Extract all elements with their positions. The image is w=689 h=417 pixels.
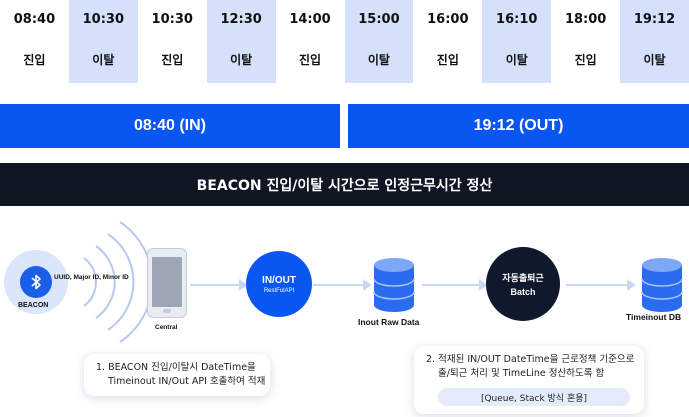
note1-line1: 1. BEACON 진입/이탈시 DateTime을	[96, 362, 256, 373]
timeinout-db-label: Timeinout DB	[626, 312, 682, 322]
timeline-cell: 16:00 진입	[413, 0, 482, 83]
timeline-time: 08:40	[13, 12, 56, 27]
note-step-1: 1. BEACON 진입/이탈시 DateTime을 Timeinout IN/…	[84, 354, 270, 396]
flow-arrows	[190, 279, 636, 291]
title-banner: BEACON 진입/이탈 시간으로 인정근무시간 정산	[0, 163, 689, 206]
timeline-event-type: 진입	[23, 53, 46, 67]
timeline-cell: 14:00 진입	[276, 0, 345, 83]
timeline-cell: 10:30 진입	[138, 0, 207, 83]
timeline-cell: 10:30 이탈	[68, 0, 138, 83]
beacon-node	[20, 266, 52, 298]
flow-diagram: BEACON UUID, Major ID, Minor ID Central …	[0, 206, 689, 417]
timeline-time: 16:00	[427, 12, 469, 27]
timeline-cell: 15:00 이탈	[344, 0, 414, 83]
timeline-event-type: 이탈	[92, 53, 115, 67]
phone-screen	[152, 257, 182, 307]
queue-stack-pill: [Queue, Stack 방식 혼용]	[438, 388, 630, 406]
note1-line2: Timeinout IN/Out API 호출하여 적재	[108, 376, 266, 387]
timeline-time: 10:30	[151, 12, 193, 27]
timeline-time: 18:00	[564, 12, 607, 27]
timeline-cell: 12:30 이탈	[206, 0, 276, 83]
note2-line2: 출/퇴근 처리 및 TimeLine 정산하도록 함	[438, 368, 605, 379]
timeline-time: 14:00	[289, 12, 331, 27]
batch-sub: Batch	[510, 287, 536, 297]
inout-api-title: IN/OUT	[262, 274, 296, 286]
phone-button	[163, 309, 171, 313]
in-summary-bar: 08:40 (IN)	[0, 104, 340, 148]
note2-line1: 2. 적재된 IN/OUT DateTime을 근로정책 기준으로	[426, 354, 635, 365]
batch-node: 자동출퇴근 Batch	[486, 247, 560, 321]
note2-pill-label: [Queue, Stack 방식 혼용]	[480, 393, 588, 404]
timeline-event-type: 진입	[298, 53, 322, 67]
timeline-time: 19:12	[633, 12, 676, 27]
timeline-cell: 18:00 진입	[551, 0, 620, 83]
timeline: 08:40 진입 10:30 이탈 10:30 진입 12:30 이탈 14:00 진입 15:00…	[0, 0, 689, 83]
central-label: Central	[155, 324, 178, 331]
timeline-cell: 19:12 이탈	[620, 0, 689, 83]
timeline-time: 12:30	[220, 12, 262, 27]
timeline-event-type: 진입	[436, 53, 459, 67]
bluetooth-icon	[31, 274, 41, 290]
timeline-time: 10:30	[82, 12, 125, 27]
timeline-event-type: 이탈	[505, 53, 528, 67]
banner-title: BEACON 진입/이탈 시간으로 인정근무시간 정산	[196, 177, 493, 194]
batch-title: 자동출퇴근	[502, 273, 544, 283]
timeline-event-type: 이탈	[367, 53, 390, 67]
timeline-time: 15:00	[358, 12, 400, 27]
timeline-time: 16:10	[496, 12, 538, 27]
inout-api-node: IN/OUT RestFulAPI	[246, 251, 312, 317]
out-summary-label: 19:12 (OUT)	[473, 117, 564, 134]
timeline-cell: 16:10 이탈	[482, 0, 552, 83]
out-summary-bar: 19:12 (OUT)	[348, 104, 689, 148]
timeinout-database-icon	[641, 258, 683, 312]
timeline-event-type: 이탈	[643, 53, 666, 67]
raw-data-label: Inout Raw Data	[358, 317, 420, 327]
timeline-event-type: 진입	[161, 53, 184, 67]
raw-data-database-icon	[373, 258, 415, 312]
signal-label: UUID, Major ID, Minor ID	[54, 274, 129, 281]
timeline-event-type: 이탈	[230, 53, 253, 67]
timeline-event-type: 진입	[574, 53, 597, 67]
smartphone-icon	[147, 248, 187, 318]
timeline-cell: 08:40 진입	[0, 0, 69, 83]
signal-waves	[83, 221, 154, 343]
in-summary-label: 08:40 (IN)	[133, 117, 207, 134]
beacon-label: BEACON	[18, 302, 49, 309]
inout-api-sub: RestFulAPI	[263, 287, 295, 294]
